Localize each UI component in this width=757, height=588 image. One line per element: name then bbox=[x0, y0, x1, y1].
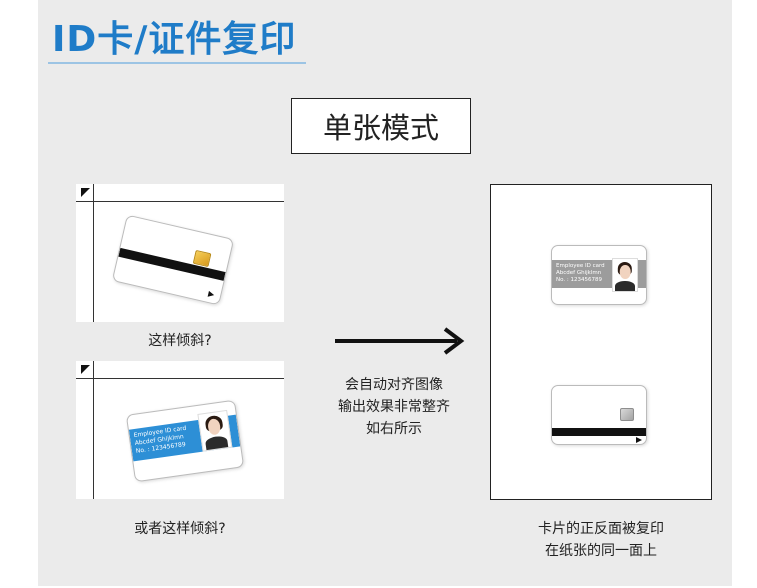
platen-guide-vertical bbox=[93, 361, 94, 499]
caption-right: 卡片的正反面被复印 在纸张的同一面上 bbox=[490, 518, 712, 562]
chip-card-tilted bbox=[111, 214, 235, 306]
copied-id-card-front: Employee ID card Abcdef Ghijklmn No. : 1… bbox=[551, 245, 647, 305]
caption-right-line1: 卡片的正反面被复印 bbox=[538, 521, 664, 537]
copied-id-card-line3: No. : 123456789 bbox=[556, 277, 602, 283]
caption-bottom-left: 或者这样倾斜? bbox=[134, 521, 226, 537]
infographic-stage: ID卡/证件复印 单张模式 这样倾斜? Employee ID card Abc… bbox=[38, 0, 732, 586]
copied-id-card-line2: Abcdef Ghijklmn bbox=[556, 270, 602, 276]
id-card-tilted: Employee ID card Abcdef Ghijklmn No. : 1… bbox=[125, 399, 245, 483]
id-photo bbox=[197, 409, 233, 452]
explanation-text: 会自动对齐图像 输出效果非常整齐 如右所示 bbox=[324, 374, 464, 440]
scan-panel-bottom: Employee ID card Abcdef Ghijklmn No. : 1… bbox=[76, 361, 284, 499]
explanation-line1: 会自动对齐图像 bbox=[345, 377, 443, 393]
magnetic-stripe bbox=[552, 428, 646, 436]
platen-corner-arrow-icon bbox=[81, 188, 90, 202]
platen-corner-arrow-icon bbox=[81, 365, 90, 379]
explanation-line2: 输出效果非常整齐 bbox=[338, 399, 450, 415]
platen-guide-horizontal bbox=[76, 378, 284, 379]
photo-face bbox=[619, 264, 631, 279]
copied-id-photo bbox=[612, 258, 638, 292]
platen-guide-horizontal bbox=[76, 201, 284, 202]
page-title: ID卡/证件复印 bbox=[52, 19, 297, 60]
copied-card-back bbox=[551, 385, 647, 445]
output-paper: Employee ID card Abcdef Ghijklmn No. : 1… bbox=[490, 184, 712, 500]
mode-label: 单张模式 bbox=[291, 98, 471, 154]
explanation-line3: 如右所示 bbox=[366, 421, 422, 437]
copied-id-card-line1: Employee ID card bbox=[556, 263, 605, 269]
card-chip-icon bbox=[620, 408, 634, 421]
card-corner-arrow-icon bbox=[207, 290, 215, 299]
scan-panel-top bbox=[76, 184, 284, 322]
platen-guide-vertical bbox=[93, 184, 94, 322]
caption-right-line2: 在纸张的同一面上 bbox=[545, 543, 657, 559]
arrow-right-icon bbox=[335, 327, 465, 355]
photo-shoulder bbox=[615, 280, 635, 291]
card-corner-arrow-icon bbox=[636, 437, 642, 443]
photo-shoulder bbox=[204, 435, 229, 451]
caption-top-left: 这样倾斜? bbox=[148, 333, 212, 349]
title-underline bbox=[48, 62, 306, 64]
